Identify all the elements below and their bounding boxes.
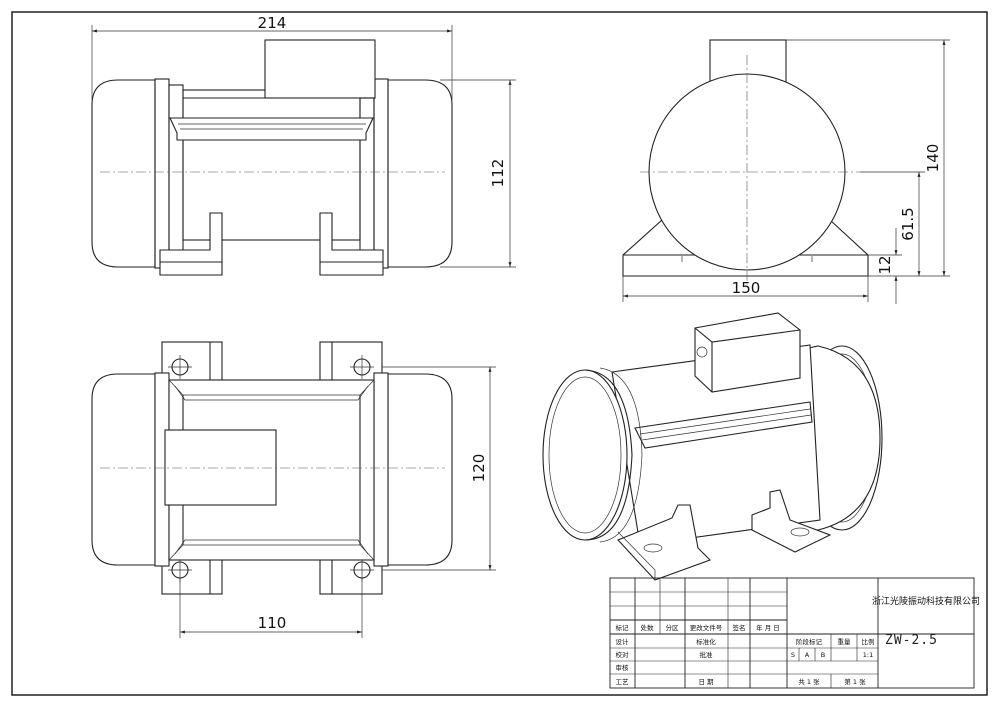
mid-label-date: 日 期 xyxy=(698,678,714,686)
row-label-check: 校对 xyxy=(616,650,630,659)
top-left-end-cap xyxy=(91,373,156,566)
dim-total-height: 140 xyxy=(924,144,942,173)
iso-left-foot xyxy=(617,504,711,581)
iso-terminal-box xyxy=(694,312,801,393)
dim-overall-length: 214 xyxy=(258,14,287,32)
dim-mount-spacing: 110 xyxy=(258,614,287,632)
iso-right-foot xyxy=(751,489,832,553)
title-block: 浙江光陵振动科技有限公司 ZW-2.5 标记 处数 分区 更改文件号 签名 年 … xyxy=(609,577,980,689)
top-right-end-cap xyxy=(387,373,453,566)
mid-label-approve: 批准 xyxy=(700,650,714,659)
rev-header-date: 年 月 日 xyxy=(756,623,780,632)
isometric-view xyxy=(542,312,883,581)
rev-header-sign: 签名 xyxy=(733,623,746,632)
dim-mount-depth: 120 xyxy=(470,454,488,483)
drawing-model: ZW-2.5 xyxy=(885,633,938,648)
rev-header-mark: 标记 xyxy=(616,623,630,632)
rev-header-docno: 更改文件号 xyxy=(690,623,723,632)
stage-mark-a: A xyxy=(805,651,810,659)
front-right-foot xyxy=(319,212,384,276)
stage-header-mark: 阶段标记 xyxy=(796,637,823,646)
row-label-process: 工艺 xyxy=(616,678,630,686)
side-view: 150 140 61.5 12 xyxy=(622,39,950,304)
total-sheets: 共 1 张 xyxy=(798,677,820,686)
dim-base-width: 150 xyxy=(732,279,761,297)
dim-shaft-center-height: 61.5 xyxy=(899,207,917,240)
stage-header-scale: 比例 xyxy=(862,637,875,646)
rev-header-count: 处数 xyxy=(641,623,655,632)
front-terminal-box xyxy=(264,39,376,99)
stage-mark-b: B xyxy=(821,651,825,659)
dim-height: 112 xyxy=(489,159,507,188)
front-left-end-cap xyxy=(91,79,156,268)
row-label-design: 设计 xyxy=(616,637,630,646)
top-view-mounting-holes xyxy=(168,355,374,582)
top-terminal-box xyxy=(164,429,277,506)
scale-value: 1:1 xyxy=(863,651,873,659)
rev-header-zone: 分区 xyxy=(666,623,680,632)
top-view: 120 110 xyxy=(91,341,496,638)
sheet-border xyxy=(11,11,988,696)
company-name: 浙江光陵振动科技有限公司 xyxy=(872,595,980,607)
front-left-foot xyxy=(159,212,223,276)
dim-base-thickness: 12 xyxy=(876,255,894,274)
front-right-end-cap xyxy=(387,79,453,268)
row-label-review: 审核 xyxy=(616,663,630,672)
stage-mark-s: S xyxy=(791,651,795,659)
front-view: 214 112 xyxy=(91,14,516,276)
iso-left-end-cap xyxy=(542,369,628,541)
stage-header-weight: 重量 xyxy=(838,638,852,646)
mid-label-standard: 标准化 xyxy=(696,637,716,646)
sheet-number: 第 1 张 xyxy=(844,677,866,686)
